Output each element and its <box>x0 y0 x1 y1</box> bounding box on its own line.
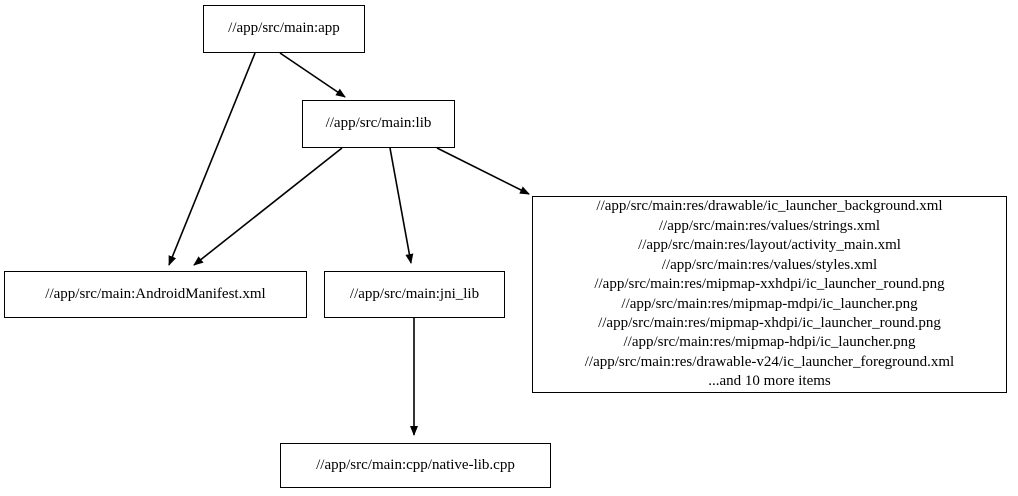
graph-node-native-lib[interactable]: //app/src/main:cpp/native-lib.cpp <box>280 443 551 488</box>
graph-node-lib-label: //app/src/main:lib <box>325 115 432 132</box>
edge-lib-to-resources <box>436 147 530 195</box>
edge-app-to-manifest <box>168 52 256 266</box>
graph-node-native-lib-label: //app/src/main:cpp/native-lib.cpp <box>316 456 515 473</box>
edge-app-to-lib <box>279 52 346 98</box>
graph-node-resources-label: //app/src/main:res/drawable/ic_launcher_… <box>584 198 955 390</box>
graph-node-android-manifest[interactable]: //app/src/main:AndroidManifest.xml <box>4 271 307 318</box>
edge-lib-to-jni-lib <box>389 147 414 264</box>
edge-lib-to-manifest <box>193 147 343 266</box>
graph-node-android-manifest-label: //app/src/main:AndroidManifest.xml <box>45 285 266 302</box>
graph-node-lib[interactable]: //app/src/main:lib <box>302 100 455 148</box>
graph-node-jni-lib[interactable]: //app/src/main:jni_lib <box>324 271 505 318</box>
graph-node-resources[interactable]: //app/src/main:res/drawable/ic_launcher_… <box>532 196 1007 393</box>
graph-node-app[interactable]: //app/src/main:app <box>203 5 365 53</box>
graph-node-app-label: //app/src/main:app <box>228 20 340 37</box>
graph-node-jni-lib-label: //app/src/main:jni_lib <box>349 285 480 302</box>
